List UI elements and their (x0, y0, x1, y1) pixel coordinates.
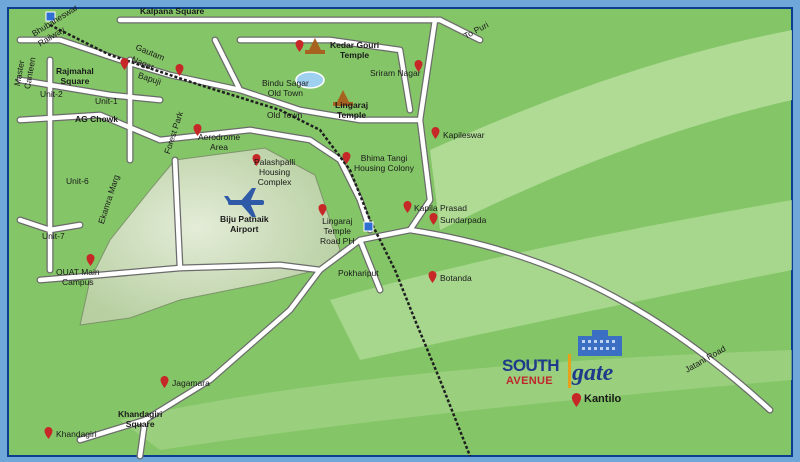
pin-icon-bapuji (175, 64, 184, 76)
label-khandagiri: Khandagiri (56, 429, 97, 439)
logo-gate-text: gate (572, 360, 614, 386)
label-kapileswar: Kapileswar (443, 130, 485, 140)
label-lingaraj-ph-3: Road PH (320, 236, 355, 246)
label-bhima-tangi: Bhima Tangi Housing Colony (354, 153, 414, 173)
pin-icon-aerodrome (193, 124, 202, 136)
label-unit-7: Unit-7 (42, 231, 65, 241)
label-airport-2: Airport (230, 224, 259, 234)
label-airport-1: Biju Patnaik (220, 214, 269, 224)
label-unit-1: Unit-1 (95, 96, 118, 106)
label-lingaraj-2: Temple (336, 110, 367, 120)
label-ouat-2: Campus (61, 277, 94, 287)
label-rajmahal: Rajmahal Square (56, 66, 94, 86)
label-aerodrome: Aerodrome Area (198, 132, 240, 152)
temple-icon-kedar-gouri (305, 38, 325, 54)
label-khandagiri-sq-2: Square (125, 419, 155, 429)
pin-icon-palashpalli (252, 154, 261, 166)
pin-icon-botanda (428, 271, 437, 283)
label-kapila-prasad: Kapila Prasad (414, 203, 467, 213)
logo-building-icon (578, 330, 622, 356)
label-lingaraj-ph-1: Lingaraj (322, 216, 353, 226)
label-rajmahal-2: Square (60, 76, 90, 86)
label-old-town-1: Old Town (267, 88, 304, 98)
railway-line (49, 23, 472, 457)
light-band-2 (330, 200, 792, 360)
label-botanda: Botanda (440, 273, 472, 283)
label-kedar-gouri-2: Temple (339, 50, 370, 60)
label-lingaraj-ph: Lingaraj Temple Road PH (320, 216, 355, 246)
label-bhima-tangi-1: Bhima Tangi (360, 153, 408, 163)
pin-icon-gautam (120, 58, 129, 70)
label-bhima-tangi-2: Housing Colony (354, 163, 415, 173)
label-palashpalli-2: Housing (258, 167, 291, 177)
label-lingaraj-1: Lingaraj (335, 100, 369, 110)
label-ouat-1: OUAT Main (56, 267, 100, 277)
label-palashpalli-3: Complex (257, 177, 292, 187)
label-rajmahal-1: Rajmahal (56, 66, 94, 76)
station-icon-bhubaneswar (45, 11, 56, 22)
pin-icon-sriram (414, 60, 423, 72)
label-lingaraj-ph-2: Temple (323, 226, 351, 236)
label-ouat: OUAT Main Campus (56, 267, 100, 287)
label-aerodrome-2: Area (210, 142, 229, 152)
label-unit-6: Unit-6 (66, 176, 89, 186)
pin-icon-lingaraj-ph (318, 204, 327, 216)
light-band-3 (120, 350, 792, 450)
label-aerodrome-1: Aerodrome (198, 132, 241, 142)
pin-icon-bhima-tangi (342, 152, 351, 164)
airplane-icon (224, 188, 264, 217)
label-unit-2: Unit-2 (40, 89, 63, 99)
label-kantilo: Kantilo (584, 393, 622, 405)
label-bindu-sagar-1: Bindu Sagar (262, 78, 309, 88)
label-palashpalli: Palashpalli Housing Complex (254, 157, 295, 187)
logo-divider (568, 354, 571, 388)
pin-icon-kantilo (571, 393, 582, 407)
south-avenue-gate-logo: SOUTH AVENUE gate (500, 330, 635, 400)
pin-icon-sundarpada (429, 213, 438, 225)
station-icon-lingaraj-ph (363, 221, 374, 232)
label-old-town-2: Old Town (267, 110, 303, 120)
road-network (16, 16, 774, 460)
bindu-sagar-lake (295, 71, 325, 89)
label-khandagiri-sq-1: Khandagiri (118, 409, 163, 419)
label-bindu-sagar: Bindu Sagar Old Town (262, 78, 309, 98)
logo-south-text: SOUTH (502, 356, 560, 375)
label-khandagiri-square: Khandagiri Square (118, 409, 162, 429)
pin-icon-jagamara (160, 376, 169, 388)
label-pokhariput: Pokhariput (338, 268, 379, 278)
label-lingaraj-temple: Lingaraj Temple (335, 100, 368, 120)
pin-icon-kapileswar (431, 127, 440, 139)
pin-icon-kedar (295, 40, 304, 52)
temple-icon-lingaraj (333, 90, 353, 106)
label-sundarpada: Sundarpada (440, 215, 487, 225)
light-band-1 (430, 30, 792, 230)
label-palashpalli-1: Palashpalli (254, 157, 296, 167)
pin-icon-ouat (86, 254, 95, 266)
pin-icon-kapila-prasad (403, 201, 412, 213)
label-sriram-nagar: Sriram Nagar (370, 68, 421, 78)
label-kedar-gouri: Kedar Gouri Temple (330, 40, 379, 60)
label-airport: Biju Patnaik Airport (220, 214, 269, 234)
logo-avenue-text: AVENUE (506, 375, 553, 387)
airport-area (79, 147, 341, 326)
label-jagamara: Jagamara (172, 378, 210, 388)
label-ag-chowk: AG Chowk (75, 114, 118, 124)
pin-icon-khandagiri (44, 427, 53, 439)
label-kedar-gouri-1: Kedar Gouri (330, 40, 380, 50)
label-kalpana-square: Kalpana Square (140, 6, 205, 16)
